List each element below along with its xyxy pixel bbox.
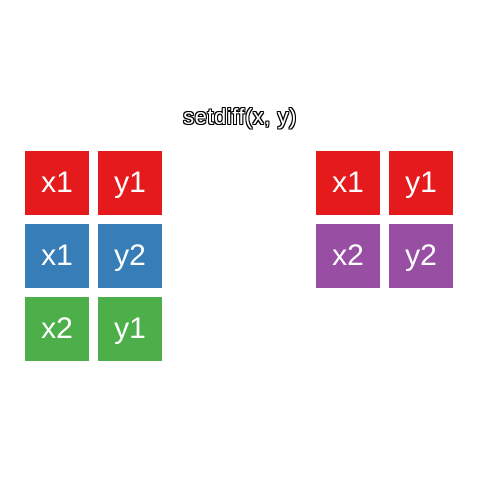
- diagram-title: setdiff(x, y): [183, 104, 297, 129]
- table-cell: x2: [316, 224, 380, 288]
- table-row: x1 y2: [25, 224, 171, 288]
- table-cell: x1: [25, 224, 89, 288]
- table-cell: y2: [389, 224, 453, 288]
- right-table: x1 y1 x2 y2: [316, 151, 462, 297]
- table-cell: x1: [25, 151, 89, 215]
- table-row: x1 y1: [316, 151, 462, 215]
- table-cell: x1: [316, 151, 380, 215]
- table-cell: x2: [25, 297, 89, 361]
- table-cell: y1: [98, 297, 162, 361]
- table-row: x1 y1: [25, 151, 171, 215]
- left-table: x1 y1 x1 y2 x2 y1: [25, 151, 171, 370]
- table-row: x2 y2: [316, 224, 462, 288]
- table-cell: y2: [98, 224, 162, 288]
- table-cell: y1: [98, 151, 162, 215]
- table-row: x2 y1: [25, 297, 171, 361]
- table-cell: y1: [389, 151, 453, 215]
